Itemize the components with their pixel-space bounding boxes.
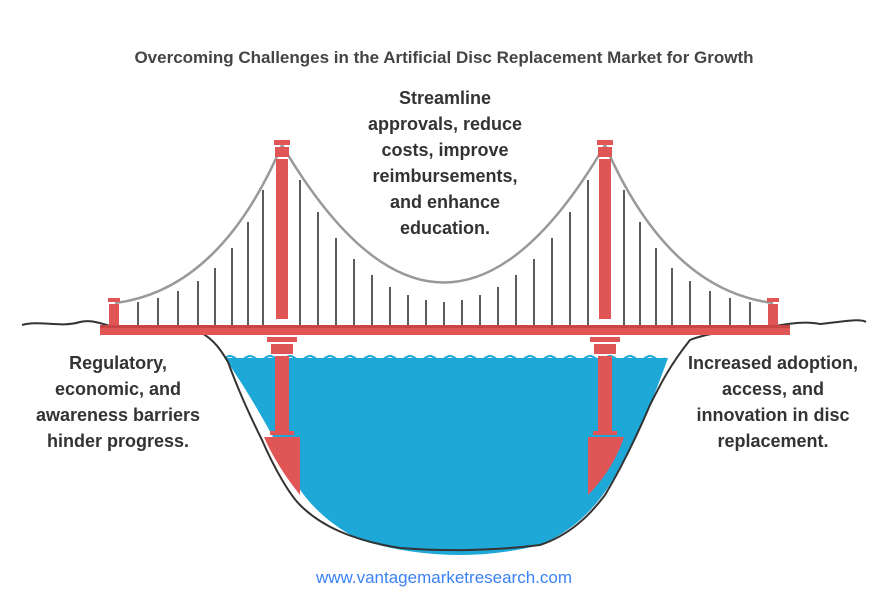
tower-left <box>264 140 300 495</box>
end-post-right <box>767 298 779 325</box>
water-surface <box>224 355 666 361</box>
footer-url[interactable]: www.vantagemarketresearch.com <box>315 568 573 587</box>
diagram-title: Overcoming Challenges in the Artificial … <box>134 48 754 67</box>
bridge-deck <box>100 325 790 335</box>
water-basin <box>225 358 668 556</box>
end-post-left <box>108 298 120 325</box>
suspension-cables <box>114 144 774 305</box>
outcome-text: Increased adoption, access, and innovati… <box>687 353 859 451</box>
hanger-cables <box>137 180 751 325</box>
tower-right <box>588 140 624 495</box>
challenge-text: Regulatory, economic, and awareness barr… <box>35 353 201 451</box>
solution-text: Streamline approvals, reduce costs, impr… <box>367 88 523 238</box>
